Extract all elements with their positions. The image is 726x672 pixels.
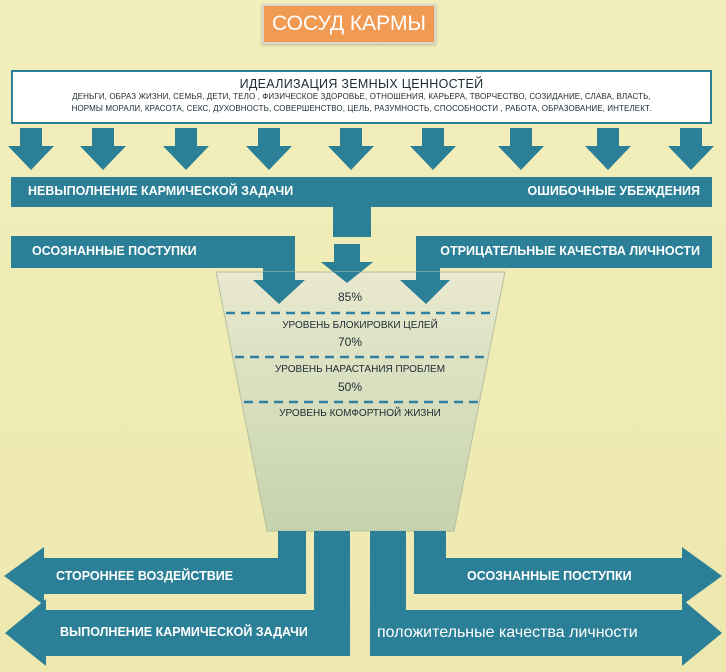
down-arrow-icon [80, 128, 126, 170]
bar-karmic-task-failure [11, 177, 712, 237]
idealization-values-line-2: НОРМЫ МОРАЛИ, КРАСОТА, СЕКС, ДУХОВНОСТЬ,… [71, 104, 652, 113]
arrow-tip-right [400, 272, 450, 304]
bar-negative-qualities-in [400, 236, 712, 304]
conscious-actions-out-label: ОСОЗНАННЫЕ ПОСТУПКИ [467, 569, 632, 583]
positive-qualities-label: положительные качества личности [377, 624, 638, 641]
external-influence-label: СТОРОННЕЕ ВОЗДЕЙСТВИЕ [56, 569, 234, 583]
level-comfortable-life: УРОВЕНЬ КОМФОРТНОЙ ЖИЗНИ [279, 408, 441, 419]
output-left-top [4, 531, 306, 605]
down-arrows-row [8, 128, 714, 170]
output-right-bottom [370, 531, 722, 666]
arrow-tip-left [253, 272, 305, 304]
center-down-arrow-icon [321, 244, 373, 283]
idealization-title: ИДЕАЛИЗАЦИЯ ЗЕМНЫХ ЦЕННОСТЕЙ [239, 77, 484, 91]
vessel-body [215, 271, 506, 532]
arrow-tip-center [321, 262, 373, 283]
diagram-title: СОСУД КАРМЫ [262, 4, 436, 44]
level-lines [226, 311, 495, 404]
down-arrow-icon [8, 128, 54, 170]
down-arrow-icon [498, 128, 544, 170]
down-arrow-icon [585, 128, 631, 170]
output-left-bottom [5, 531, 350, 666]
down-arrow-icon [328, 128, 374, 170]
wrong-beliefs-label: ОШИБОЧНЫЕ УБЕЖДЕНИЯ [527, 184, 700, 198]
negative-qualities-label: ОТРИЦАТЕЛЬНЫЕ КАЧЕСТВА ЛИЧНОСТИ [440, 244, 700, 258]
idealization-values-line-1: ДЕНЬГИ, ОБРАЗ ЖИЗНИ, СЕМЬЯ, ДЕТИ, ТЕЛО ,… [72, 92, 651, 101]
karmic-task-fulfillment-label: ВЫПОЛНЕНИЕ КАРМИЧЕСКОЙ ЗАДАЧИ [60, 625, 308, 639]
level-blocking-goals: УРОВЕНЬ БЛОКИРОВКИ ЦЕЛЕЙ [282, 320, 438, 331]
down-arrow-icon [163, 128, 209, 170]
bar-conscious-actions-in [11, 236, 305, 304]
idealization-box: ИДЕАЛИЗАЦИЯ ЗЕМНЫХ ЦЕННОСТЕЙ ДЕНЬГИ, ОБР… [11, 70, 712, 124]
percent-85: 85% [337, 290, 363, 304]
down-arrow-icon [246, 128, 292, 170]
output-right-top [414, 531, 722, 605]
conscious-actions-in-label: ОСОЗНАННЫЕ ПОСТУПКИ [32, 244, 197, 258]
down-arrow-icon [668, 128, 714, 170]
percent-50: 50% [337, 380, 363, 394]
down-arrow-icon [410, 128, 456, 170]
percent-70: 70% [337, 335, 363, 349]
karmic-task-failure-label: НЕВЫПОЛНЕНИЕ КАРМИЧЕСКОЙ ЗАДАЧИ [28, 184, 294, 198]
level-growing-problems: УРОВЕНЬ НАРАСТАНИЯ ПРОБЛЕМ [274, 364, 446, 375]
